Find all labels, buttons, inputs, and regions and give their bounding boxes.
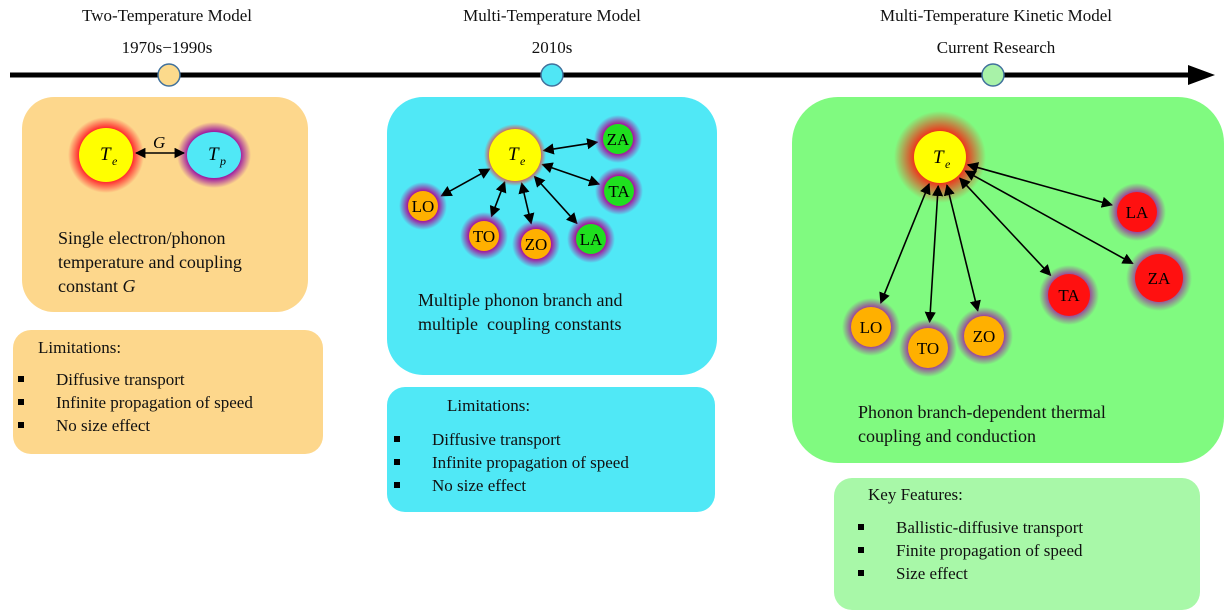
branch-label-to: TO bbox=[917, 339, 939, 358]
coupling-arrow-ta bbox=[541, 162, 601, 187]
electron-node bbox=[914, 131, 966, 183]
coupling-arrow-to bbox=[489, 181, 507, 218]
branch-label-lo: LO bbox=[860, 318, 883, 337]
panel-two-temperature bbox=[22, 97, 308, 312]
branch-node-la bbox=[576, 224, 606, 254]
svg-text:e: e bbox=[112, 154, 118, 168]
key-features-title: Key Features: bbox=[868, 485, 963, 504]
caption-kinetic: Phonon branch-dependent thermal coupling… bbox=[858, 402, 1106, 446]
branch-label-la: LA bbox=[1126, 203, 1149, 222]
limitations-title: Limitations: bbox=[447, 396, 531, 415]
coupling-arrow-zo bbox=[943, 184, 981, 312]
era-date-multi-temperature: 2010s bbox=[531, 38, 573, 57]
branch-label-zo: ZO bbox=[973, 327, 996, 346]
caption-two-temperature: Single electron/phonon temperature and c… bbox=[58, 228, 242, 296]
coupling-arrow-lo bbox=[879, 182, 931, 304]
branch-label-ta: TA bbox=[1058, 286, 1080, 305]
phonon-label: T bbox=[208, 144, 220, 165]
electron-label: T bbox=[508, 144, 520, 165]
coupling-label: G bbox=[153, 133, 165, 152]
coupling-arrow-za bbox=[542, 138, 599, 155]
svg-text:p: p bbox=[219, 154, 226, 168]
branch-node-lo bbox=[851, 307, 891, 347]
coupling-arrow-za bbox=[964, 170, 1134, 265]
phonon-node bbox=[187, 132, 241, 178]
list-item: No size effect bbox=[394, 474, 629, 497]
svg-text:e: e bbox=[520, 154, 526, 168]
branch-node-to bbox=[469, 221, 499, 251]
two-temperature-diagram: T e T p G bbox=[68, 117, 251, 193]
branch-node-lo bbox=[408, 191, 438, 221]
timeline-marker-kinetic bbox=[981, 63, 1005, 87]
era-date-kinetic: Current Research bbox=[936, 38, 1056, 57]
key-features-box bbox=[834, 478, 1200, 610]
branch-label-ta: TA bbox=[608, 182, 630, 201]
branch-node-zo bbox=[521, 229, 551, 259]
era-title-kinetic: Multi-Temperature Kinetic Model bbox=[879, 6, 1113, 25]
timeline-arrowhead-icon bbox=[1188, 65, 1215, 85]
electron-node bbox=[489, 129, 541, 181]
svg-text:e: e bbox=[945, 157, 951, 171]
branch-node-za bbox=[1135, 254, 1183, 302]
key-features-list: Ballistic-diffusive transport Finite pro… bbox=[858, 516, 1083, 585]
timeline-marker-multi-temperature bbox=[540, 63, 564, 87]
limitations-box-multi-temperature bbox=[387, 387, 715, 512]
branch-node-ta bbox=[1048, 274, 1090, 316]
branch-label-to: TO bbox=[473, 227, 495, 246]
coupling-arrow-lo bbox=[440, 168, 491, 197]
electron-label: T bbox=[933, 147, 945, 168]
caption-multi-temperature: Multiple phonon branch and multiple coup… bbox=[418, 290, 623, 334]
list-item: Size effect bbox=[858, 562, 1083, 585]
branch-label-za: ZA bbox=[1148, 269, 1171, 288]
electron-label: T bbox=[100, 144, 112, 165]
coupling-arrow-to bbox=[924, 184, 944, 324]
multi-temperature-diagram: LO TO ZO LA TA ZA T e bbox=[399, 115, 643, 268]
era-title-two-temperature: Two-Temperature Model bbox=[82, 6, 252, 25]
list-item: Infinite propagation of speed bbox=[394, 451, 629, 474]
list-item: Diffusive transport bbox=[18, 368, 253, 391]
branch-label-zo: ZO bbox=[525, 235, 548, 254]
branch-node-to bbox=[908, 328, 948, 368]
limitations-list: Diffusive transport Infinite propagation… bbox=[394, 428, 629, 497]
list-item: Ballistic-diffusive transport bbox=[858, 516, 1083, 539]
timeline-marker-two-temperature bbox=[157, 63, 181, 87]
list-item: Infinite propagation of speed bbox=[18, 391, 253, 414]
era-date-two-temperature: 1970s−1990s bbox=[121, 38, 213, 57]
branch-label-za: ZA bbox=[607, 130, 630, 149]
timeline-axis bbox=[10, 63, 1215, 87]
coupling-arrow-zo bbox=[518, 182, 535, 225]
limitations-list: Diffusive transport Infinite propagation… bbox=[18, 368, 253, 437]
kinetic-diagram: LO TO ZO TA LA ZA T e bbox=[842, 111, 1192, 377]
branch-node-la bbox=[1117, 192, 1157, 232]
branch-node-ta bbox=[604, 176, 634, 206]
electron-node bbox=[79, 128, 133, 182]
list-item: Diffusive transport bbox=[394, 428, 629, 451]
branch-label-lo: LO bbox=[412, 197, 435, 216]
branch-node-za bbox=[603, 124, 633, 154]
list-item: No size effect bbox=[18, 414, 253, 437]
limitations-title: Limitations: bbox=[38, 338, 122, 357]
coupling-arrow-la bbox=[533, 175, 578, 225]
limitations-box-two-temperature bbox=[13, 330, 323, 454]
branch-node-zo bbox=[964, 316, 1004, 356]
era-title-multi-temperature: Multi-Temperature Model bbox=[463, 6, 641, 25]
list-item: Finite propagation of speed bbox=[858, 539, 1083, 562]
branch-label-la: LA bbox=[580, 230, 603, 249]
